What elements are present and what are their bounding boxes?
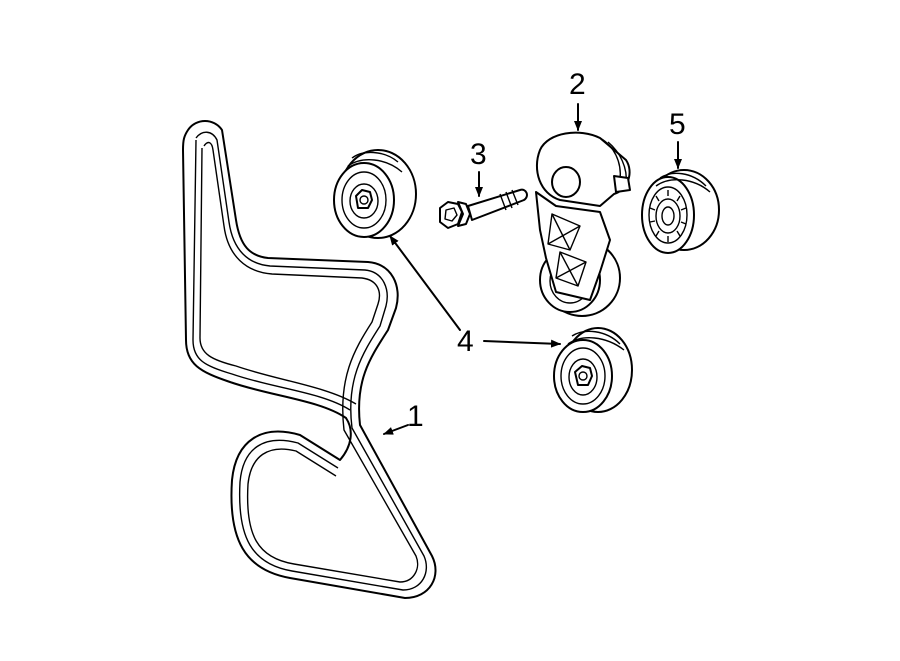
- callout-3: 3: [470, 138, 487, 171]
- bolt: [439, 188, 528, 229]
- leader-1: [383, 424, 409, 435]
- pulley-5: [641, 169, 720, 254]
- idler-pulley-upper: [333, 149, 417, 239]
- callout-5: 5: [669, 108, 686, 141]
- serpentine-belt: [182, 120, 437, 599]
- idler-pulley-lower: [553, 327, 633, 413]
- leader-lines: [383, 103, 682, 435]
- callout-2: 2: [569, 68, 586, 101]
- callout-1: 1: [407, 400, 424, 433]
- leader-4-lower: [483, 339, 561, 348]
- belt-tensioner: [535, 131, 631, 317]
- callout-4: 4: [457, 325, 474, 358]
- leader-4-upper: [389, 235, 461, 331]
